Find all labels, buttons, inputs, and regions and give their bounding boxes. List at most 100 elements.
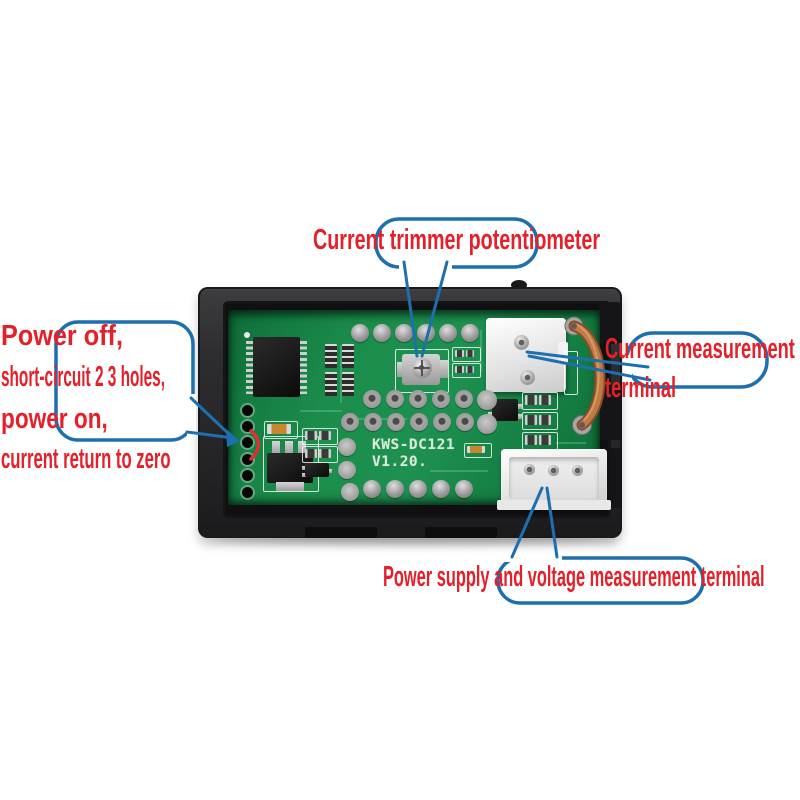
bubble-gap <box>623 355 632 382</box>
smd-resistor <box>525 415 537 425</box>
resistor-network <box>325 344 337 368</box>
smd-resistor <box>525 435 537 445</box>
bubble-gap <box>504 554 562 562</box>
smd-resistor <box>525 395 537 405</box>
resistor-network <box>342 344 354 368</box>
solder-pad <box>386 480 404 498</box>
bezel-notch <box>305 527 377 538</box>
resistor-network <box>325 372 337 396</box>
solder-pad <box>338 461 356 479</box>
through-hole <box>241 420 253 432</box>
smd-resistor <box>539 415 551 425</box>
label-zero-reset-line2: short-circuit 2 3 holes, <box>1 361 165 393</box>
solder-pad <box>433 413 451 431</box>
pcb-trace <box>480 330 482 372</box>
solder-pad <box>477 390 497 410</box>
solder-pad <box>477 414 497 434</box>
smd-silkscreen <box>452 347 481 362</box>
smd-resistor <box>455 350 464 357</box>
silkscreen-dot <box>244 332 250 338</box>
solder-pad <box>439 324 457 342</box>
transistor-leg <box>328 469 332 473</box>
bezel-peg <box>511 280 527 290</box>
connector-pin <box>548 465 559 476</box>
connector-cavity <box>509 457 599 499</box>
smd-silkscreen <box>464 443 492 458</box>
bezel-clip <box>599 302 621 344</box>
bubble-gap <box>399 262 452 270</box>
through-hole <box>241 437 253 449</box>
smd-silkscreen <box>264 421 298 439</box>
solder-pad <box>432 390 450 408</box>
solder-pad <box>341 483 359 501</box>
callout-line-zero-reset <box>189 396 235 440</box>
smd-resistor <box>305 431 317 440</box>
smd-capacitor <box>467 446 485 453</box>
connector-notch <box>558 342 568 364</box>
connector-pin <box>520 370 535 385</box>
zero-mark-arc <box>249 429 261 461</box>
solder-pad <box>338 438 356 456</box>
label-current-terminal-line2: terminal <box>605 372 677 404</box>
pcb-trace <box>300 410 342 412</box>
pcb-version-text: V1.20. <box>372 454 428 470</box>
solder-pad <box>409 480 427 498</box>
smd-resistor <box>319 431 331 440</box>
solder-pad <box>373 324 391 342</box>
callout-line-current-terminal <box>527 354 652 382</box>
regulator-tab <box>276 482 304 491</box>
shunt-silkscreen <box>564 351 578 395</box>
connector-pin <box>524 464 535 475</box>
smd-silkscreen <box>302 428 338 445</box>
sot23-ic <box>492 399 518 421</box>
through-hole <box>241 486 253 498</box>
pcb-trace <box>430 470 488 472</box>
module-drop-shadow <box>214 534 614 544</box>
main-ic <box>253 337 300 397</box>
label-power-terminal: Power supply and voltage measurement ter… <box>383 561 765 593</box>
label-zero-reset-line4: current return to zero <box>1 443 171 475</box>
connector-pin <box>514 335 529 350</box>
smd-resistor <box>305 449 317 458</box>
smd-silkscreen <box>452 363 481 378</box>
smd-resistor <box>539 395 551 405</box>
solder-pad <box>351 324 369 342</box>
smd-silkscreen <box>302 446 338 463</box>
pcb-model-text: KWS-DC121 <box>372 437 456 453</box>
callout-bubble-power-terminal <box>496 556 705 605</box>
trimmer-tab <box>397 362 403 377</box>
callout-arrowhead-zero-reset <box>226 429 240 447</box>
label-current-terminal-line1: Current measurement <box>605 333 795 365</box>
bubble-gap <box>187 394 196 436</box>
label-zero-reset-line1: Power off, <box>1 320 123 352</box>
trimmer-screw-center <box>419 365 424 370</box>
ic-pins-left <box>246 341 254 394</box>
callout-bubble-zero-reset <box>54 320 195 442</box>
smd-resistor <box>539 435 551 445</box>
smd-resistor <box>319 449 331 458</box>
smd-silkscreen <box>522 432 558 450</box>
solder-pad <box>363 390 381 408</box>
solder-pad <box>387 413 405 431</box>
resistor-network <box>342 372 354 396</box>
smd-silkscreen <box>522 392 558 410</box>
smd-resistor <box>465 366 474 373</box>
smd-resistor <box>465 350 474 357</box>
bezel-notch <box>425 527 497 538</box>
through-hole <box>241 404 253 416</box>
copper-shunt-highlight <box>574 323 600 421</box>
solder-pad <box>341 413 359 431</box>
solder-pad <box>409 390 427 408</box>
smd-resistor <box>455 366 464 373</box>
label-trimmer: Current trimmer potentiometer <box>313 224 601 256</box>
solder-pad <box>455 390 473 408</box>
shunt-pad-hole <box>571 323 577 329</box>
shunt-pad-hole <box>579 422 585 428</box>
through-hole <box>241 470 253 482</box>
solder-pad <box>410 413 428 431</box>
smd-silkscreen <box>522 412 558 430</box>
solder-pad <box>456 413 474 431</box>
pcb-trace <box>340 345 342 403</box>
regulator-leg <box>272 441 280 455</box>
